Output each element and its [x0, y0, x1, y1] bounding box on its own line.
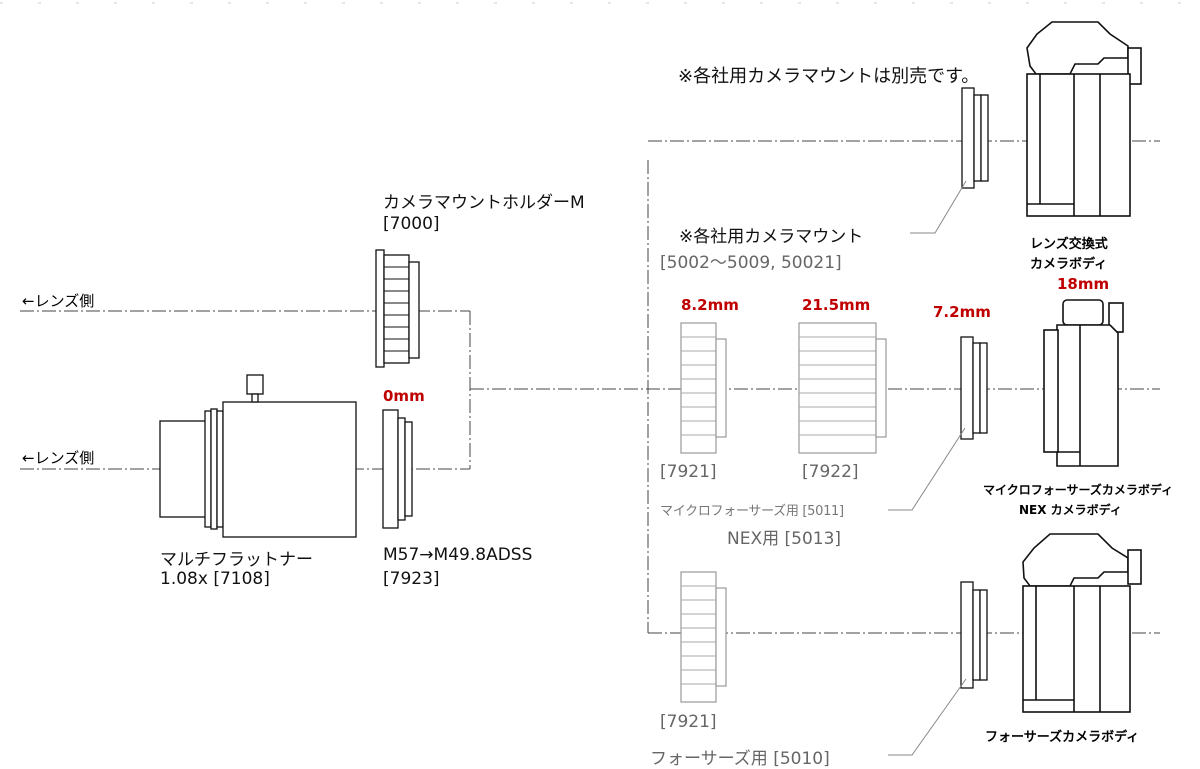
spacer-21mm-drawing: [798, 322, 887, 454]
flattener-code: 1.08x [7108]: [160, 569, 270, 589]
mount-holder-drawing: [375, 249, 420, 368]
spacer-21mm-code: [7922]: [802, 462, 859, 482]
dslr-body-line1: レンズ交換式: [1030, 237, 1108, 252]
lens-side-label-top: ←レンズ側: [22, 292, 95, 310]
body-18mm-thickness: 18mm: [1057, 275, 1110, 293]
adapter-code: [7923]: [383, 569, 440, 589]
dslr-body-drawing: [1026, 21, 1142, 217]
micro43-body-line1: マイクロフォーサーズカメラボディ: [983, 483, 1174, 497]
mount-code: [5002〜5009, 50021]: [660, 253, 842, 273]
flattener-drawing: [159, 374, 357, 538]
micro43-body-line2: NEX カメラボディ: [1019, 503, 1122, 517]
fourthirds-mount-drawing: [960, 581, 988, 689]
spacer-7mm-thickness: 7.2mm: [933, 303, 991, 321]
mount-name: ※各社用カメラマウント: [679, 227, 864, 247]
adapter-thickness: 0mm: [383, 387, 425, 405]
fourthirds-mount-label: フォーサーズ用 [5010]: [650, 749, 830, 769]
holder-code: [7000]: [383, 214, 440, 234]
fourthirds-spacer-drawing: [680, 571, 727, 703]
adapter-name: M57→M49.8ADSS: [383, 545, 533, 565]
spacer-8mm-thickness: 8.2mm: [681, 296, 739, 314]
holder-name: カメラマウントホルダーM: [383, 193, 585, 213]
spacer-21mm-thickness: 21.5mm: [802, 296, 871, 314]
mount-note: ※各社用カメラマウントは別売です。: [678, 66, 980, 87]
fourthirds-spacer-code: [7921]: [660, 712, 717, 732]
adapter-drawing: [382, 409, 413, 529]
fourthirds-body-drawing: [1022, 533, 1142, 713]
spacer-8mm-drawing: [680, 322, 727, 454]
micro43-mount-drawing: [960, 336, 988, 440]
leader-lines: [888, 180, 967, 756]
spacer-8mm-code: [7921]: [660, 462, 717, 482]
flattener-name: マルチフラットナー: [160, 550, 313, 570]
lens-side-label-bottom: ←レンズ側: [22, 449, 95, 467]
fourthirds-body-label: フォーサーズカメラボディ: [985, 730, 1140, 745]
micro43-body-drawing: [1043, 299, 1124, 467]
dslr-body-line2: カメラボディ: [1030, 257, 1108, 272]
micro43-mount-line1: マイクロフォーサーズ用 [5011]: [660, 504, 844, 519]
micro43-mount-line2: NEX用 [5013]: [727, 529, 842, 549]
dslr-mount-drawing: [961, 87, 989, 189]
